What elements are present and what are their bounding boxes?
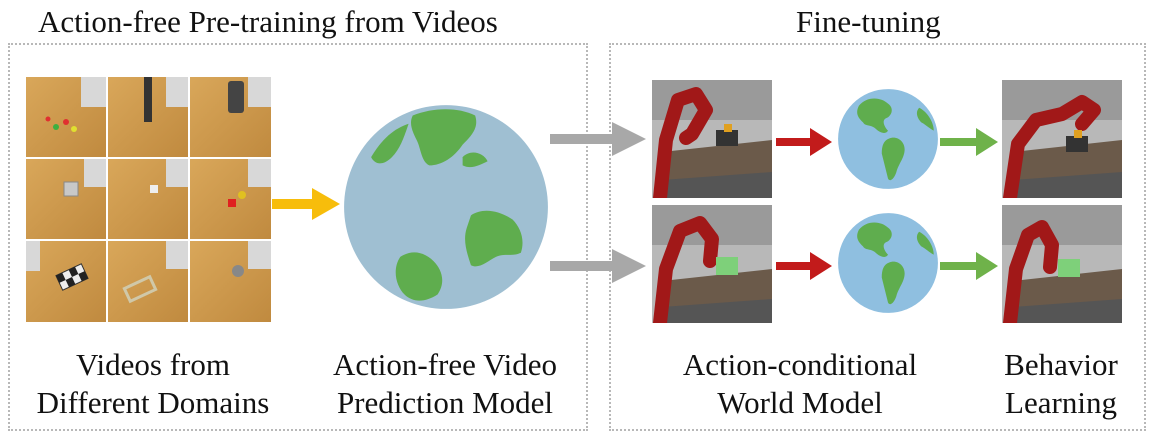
- globe-icon: [836, 87, 940, 191]
- video-thumbnail-grid: [26, 77, 271, 322]
- globe-icon: [342, 103, 550, 311]
- video-thumbnail: [26, 241, 106, 322]
- world-model-caption: Action-conditional World Model: [650, 346, 950, 422]
- videos-caption: Videos from Different Domains: [8, 346, 298, 422]
- finetuning-heading: Fine-tuning: [796, 4, 941, 39]
- action-arrow-top: [776, 126, 834, 158]
- video-thumbnail: [26, 77, 106, 157]
- video-thumbnail: [190, 159, 271, 239]
- videos-caption-line2: Different Domains: [36, 385, 270, 420]
- pretrain-arrow: [272, 186, 342, 222]
- finetuning-panel: [609, 43, 1146, 431]
- behavior-arrow-bottom: [940, 250, 1000, 282]
- video-thumbnail: [108, 241, 188, 322]
- video-thumbnail: [190, 241, 271, 322]
- world-model-caption-line2: World Model: [717, 385, 883, 420]
- behavior-arrow-top: [940, 126, 1000, 158]
- video-thumbnail: [108, 159, 188, 239]
- video-thumbnail: [26, 159, 106, 239]
- transfer-arrow-top: [550, 118, 648, 160]
- transfer-arrow-bottom: [550, 245, 648, 287]
- videos-caption-line1: Videos from: [76, 347, 230, 382]
- video-thumbnail: [108, 77, 188, 157]
- world-model-caption-line1: Action-conditional: [682, 347, 918, 382]
- model-caption-line1: Action-free Video: [333, 347, 557, 382]
- behavior-caption-line2: Learning: [1005, 385, 1117, 420]
- robot-arm-scene: [1002, 205, 1122, 323]
- behavior-caption-line1: Behavior: [1004, 347, 1118, 382]
- pretraining-panel: [8, 43, 588, 431]
- robot-arm-scene: [652, 80, 772, 198]
- pretraining-heading: Action-free Pre-training from Videos: [38, 4, 498, 39]
- model-caption: Action-free Video Prediction Model: [300, 346, 590, 422]
- globe-icon: [836, 211, 940, 315]
- video-thumbnail: [190, 77, 271, 157]
- model-caption-line2: Prediction Model: [336, 385, 554, 420]
- action-arrow-bottom: [776, 250, 834, 282]
- robot-arm-scene: [1002, 80, 1122, 198]
- robot-arm-scene: [652, 205, 772, 323]
- behavior-caption: Behavior Learning: [976, 346, 1146, 422]
